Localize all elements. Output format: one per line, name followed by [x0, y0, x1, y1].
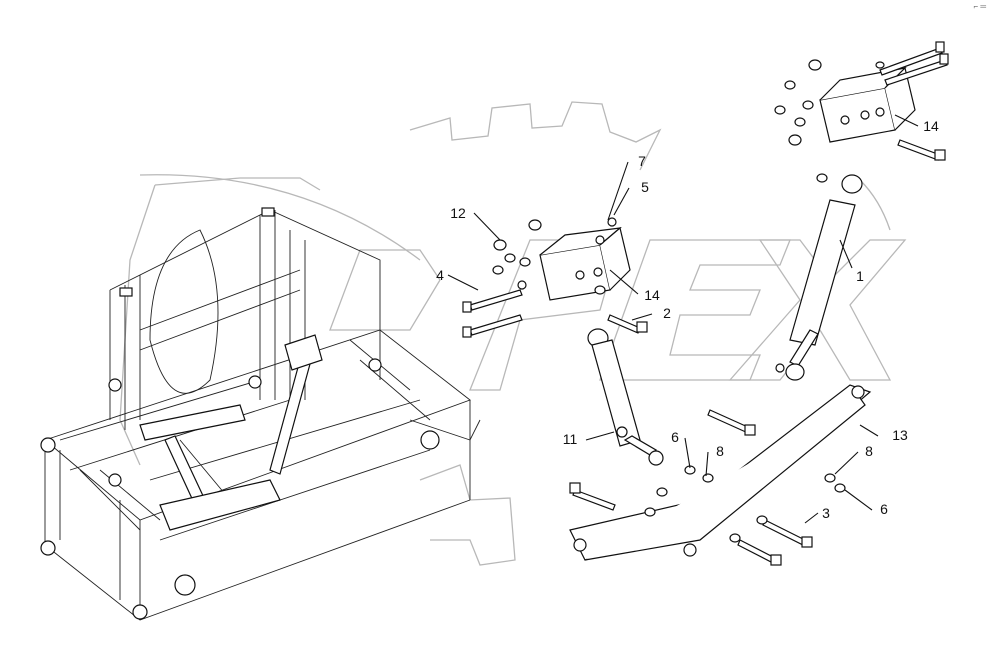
callout-4: 4	[436, 267, 444, 283]
callout-12: 12	[450, 205, 466, 221]
leader-2	[631, 313, 653, 321]
shock-absorber-middle	[587, 328, 664, 466]
bracket-middle	[539, 226, 631, 301]
callout-14b: 14	[923, 118, 939, 134]
callout-labels: 1 2 3 4 5 6 6 7 8 8 11 12 13 14 14	[436, 118, 939, 521]
leader-14b	[894, 114, 919, 127]
leader-6b	[844, 489, 873, 511]
watermark-letter-p	[469, 239, 621, 391]
leader-14a	[609, 269, 639, 295]
frame-shock-right	[269, 334, 323, 475]
callout-14a: 14	[644, 287, 660, 303]
callout-11: 11	[563, 431, 578, 447]
watermark	[119, 101, 907, 566]
leader-13	[859, 424, 879, 437]
callout-8b: 8	[865, 443, 873, 459]
callout-6b: 6	[880, 501, 888, 517]
bolts-middle	[462, 289, 648, 338]
leader-4	[447, 274, 479, 291]
bolts-lower	[569, 409, 813, 566]
link-arm-13	[569, 384, 872, 561]
shock-absorber-1	[775, 173, 863, 381]
leader-3	[804, 512, 819, 524]
leader-8a	[705, 451, 709, 477]
callout-13: 13	[892, 427, 908, 443]
washers-nuts-top	[774, 59, 885, 146]
watermark-letter-o	[329, 249, 441, 331]
watermark-letter-e	[599, 239, 791, 381]
leader-7	[607, 161, 629, 221]
leader-12	[473, 212, 501, 241]
leader-5	[613, 187, 630, 216]
machine-frame	[40, 207, 481, 621]
callout-1: 1	[856, 268, 864, 284]
leader-1	[839, 239, 853, 269]
callout-5: 5	[641, 179, 649, 195]
watermark-letter-x	[728, 239, 907, 381]
leader-11	[585, 431, 615, 441]
leader-lines	[447, 114, 919, 524]
washers-nuts-lower	[644, 465, 846, 543]
bolts-top	[879, 41, 949, 161]
leader-6a	[684, 437, 691, 469]
washers-nuts-middle	[492, 217, 617, 295]
corner-mark: ⌐ ═	[973, 2, 986, 11]
callout-2: 2	[663, 305, 671, 321]
callout-3: 3	[822, 505, 830, 521]
bracket-top	[819, 66, 916, 143]
callout-8a: 8	[716, 443, 724, 459]
leader-8b	[834, 451, 859, 475]
frame-shock-left	[139, 404, 281, 531]
callout-7: 7	[638, 153, 646, 169]
frame-disk	[149, 229, 219, 394]
callout-6a: 6	[671, 429, 679, 445]
